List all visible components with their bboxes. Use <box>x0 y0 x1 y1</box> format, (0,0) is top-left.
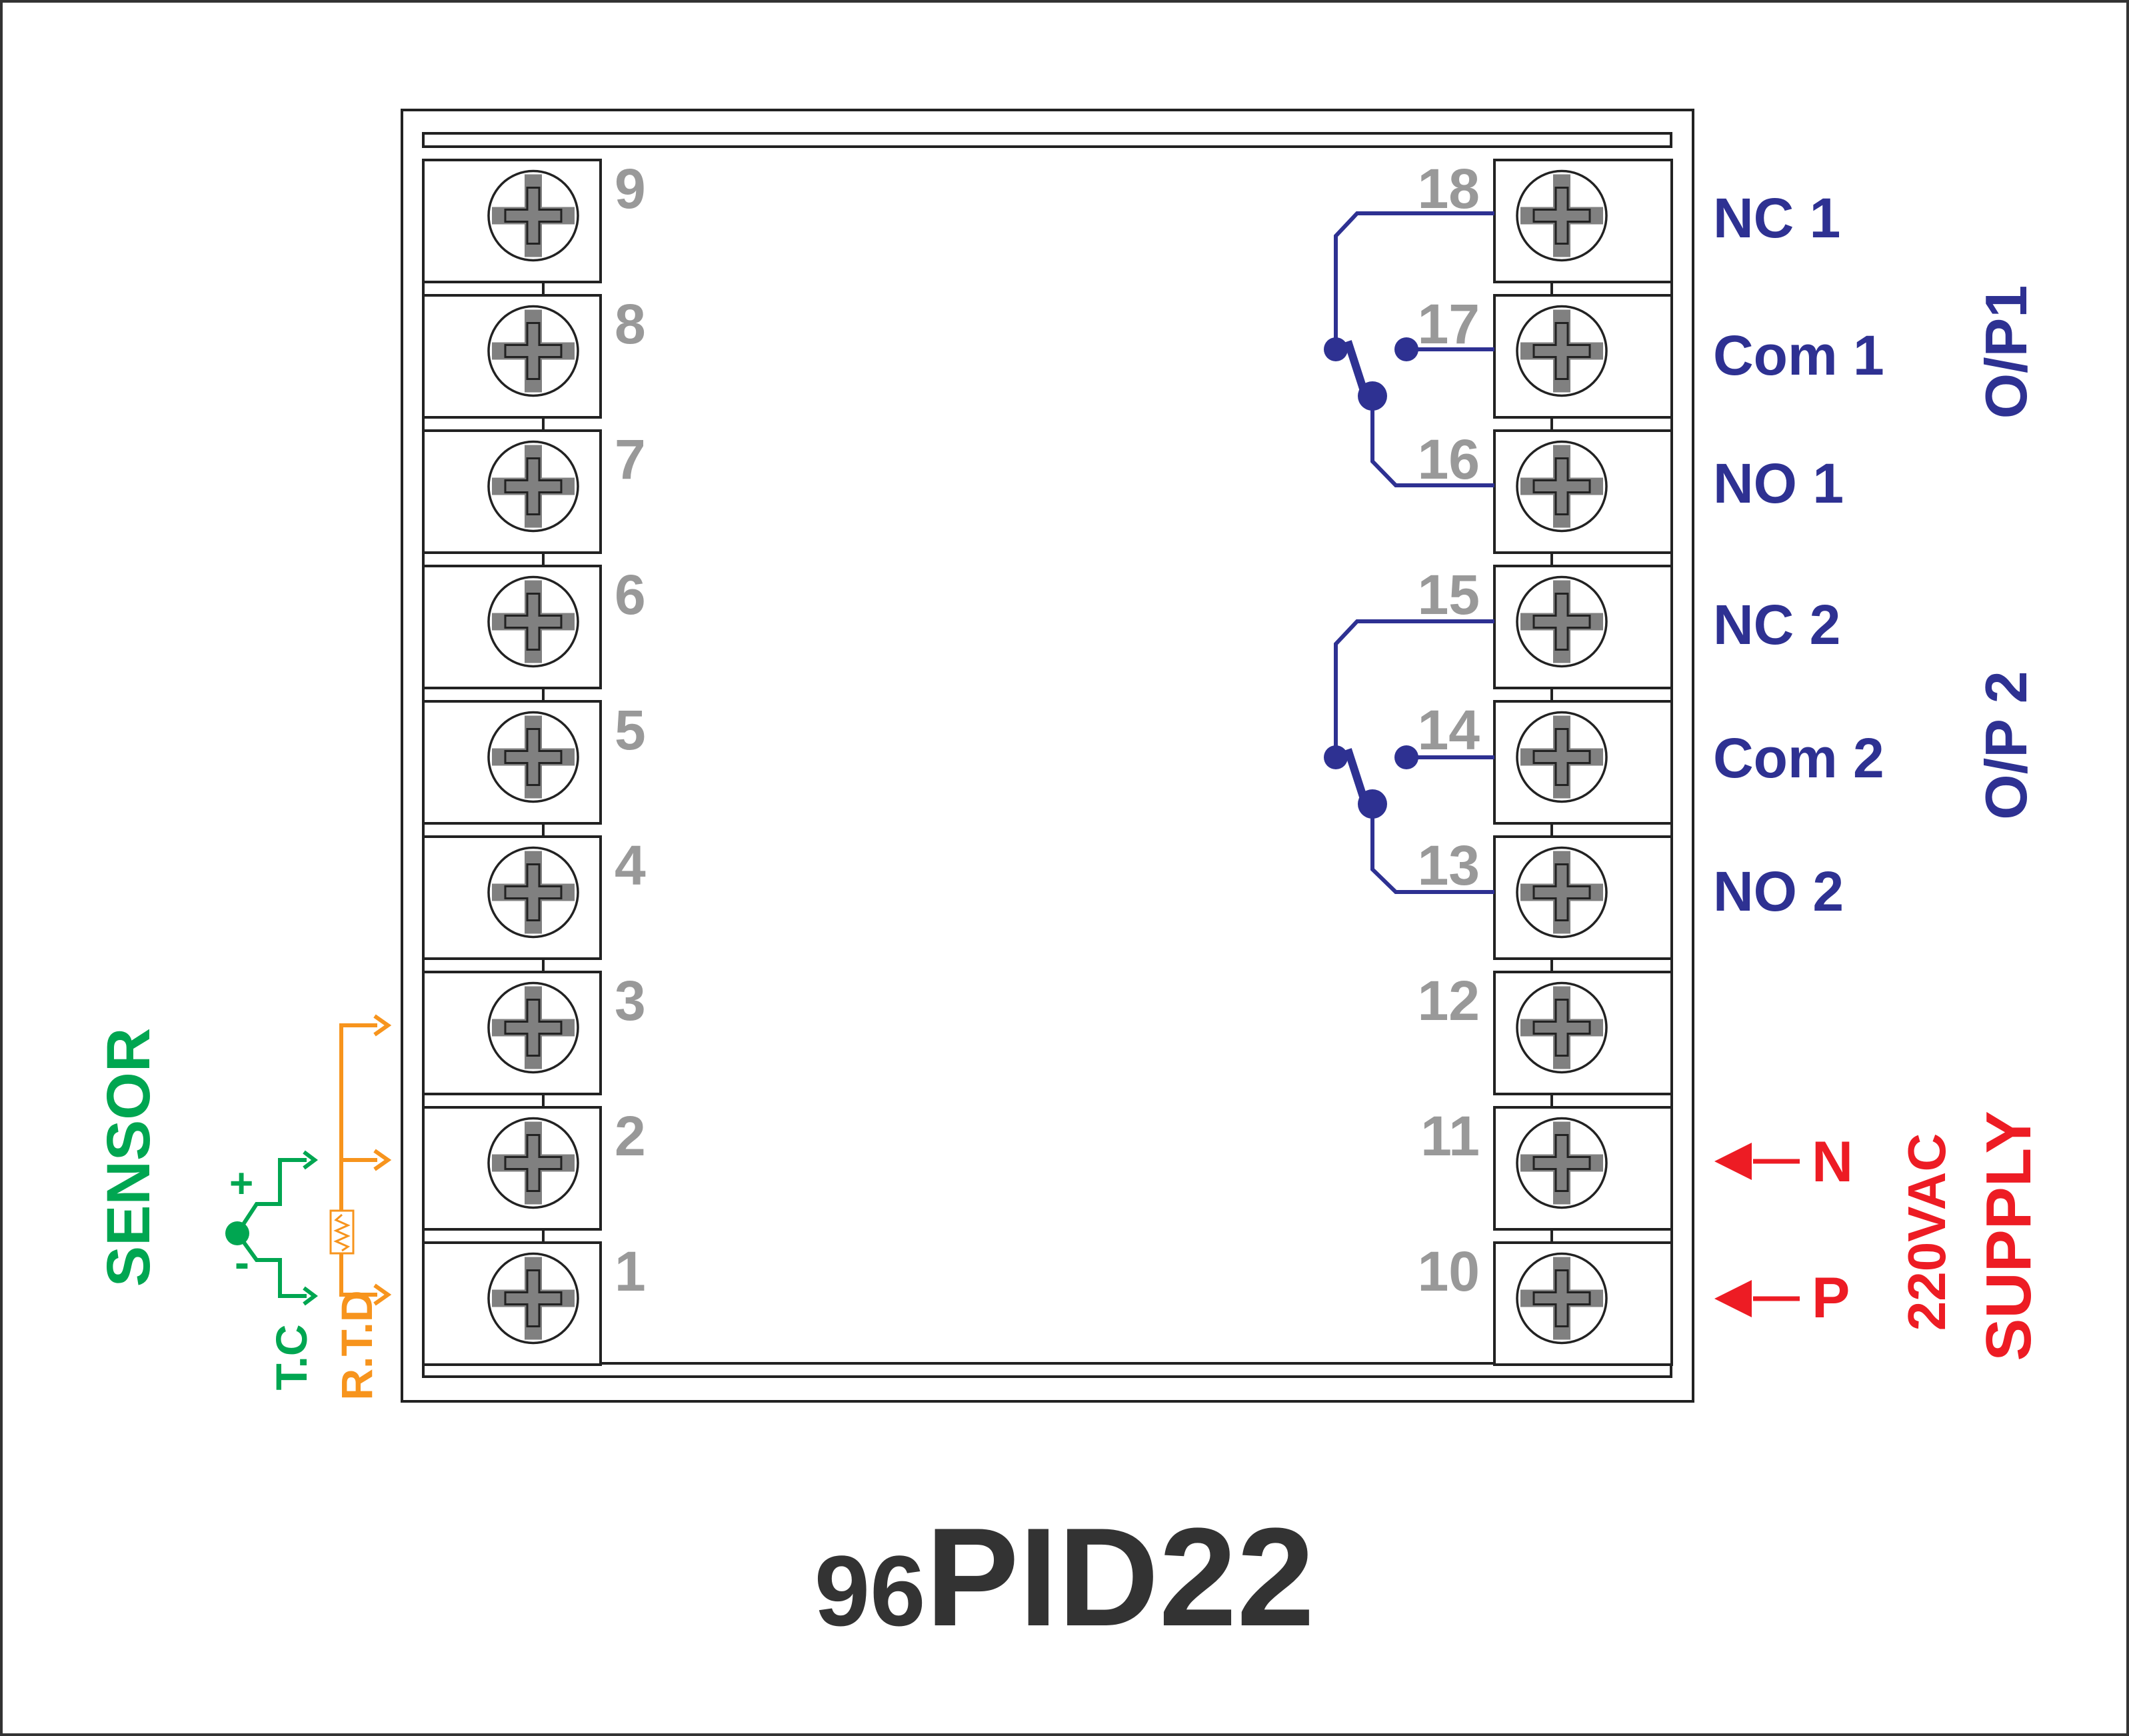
terminal-number: 2 <box>615 1105 646 1167</box>
screw-icon <box>487 981 579 1074</box>
left-terminal-block: 9 8 7 6 5 4 3 2 1 <box>422 157 646 1366</box>
terminal-number: 17 <box>1418 293 1480 355</box>
screw-icon <box>1516 440 1608 533</box>
screw-icon <box>1516 846 1608 939</box>
screw-icon <box>487 440 579 533</box>
terminal: 7 <box>422 416 646 554</box>
terminal-number: 8 <box>615 293 646 355</box>
screw-icon <box>1516 711 1608 803</box>
terminal-number: 14 <box>1418 699 1480 761</box>
model-label: 96PID22 <box>815 1499 1315 1655</box>
terminal: 5 <box>422 687 646 825</box>
terminal: 2 <box>422 1093 646 1231</box>
output2-no-label: NO 2 <box>1713 860 1844 923</box>
screw-icon <box>487 305 579 397</box>
terminal-number: 10 <box>1418 1240 1480 1303</box>
terminal: 14 <box>1418 687 1673 825</box>
terminal-number: 7 <box>615 428 646 491</box>
terminal: 15 <box>1418 551 1673 689</box>
right-terminal-block: 18 17 16 15 14 13 12 11 10 <box>1418 157 1673 1366</box>
screw-icon <box>487 575 579 668</box>
terminal-number: 16 <box>1418 428 1480 491</box>
thermocouple-plus-label: + <box>229 1161 253 1207</box>
thermocouple-symbol <box>225 1150 318 1306</box>
terminal-number: 3 <box>615 969 646 1032</box>
output2-nc-label: NC 2 <box>1713 593 1840 656</box>
rtd-symbol <box>329 1014 392 1306</box>
terminal: 1 <box>422 1228 646 1366</box>
terminal-number: 4 <box>615 834 646 897</box>
screw-icon <box>1516 981 1608 1074</box>
output2-com-label: Com 2 <box>1713 727 1884 789</box>
terminal: 8 <box>422 281 646 419</box>
supply-neutral-label: N <box>1812 1130 1853 1194</box>
terminal: 13 <box>1418 822 1673 960</box>
terminal-number: 18 <box>1418 157 1480 220</box>
screw-icon <box>487 1117 579 1209</box>
screw-icon <box>1516 1117 1608 1209</box>
supply-voltage-label: 220VAC <box>1897 1133 1956 1331</box>
terminal: 9 <box>422 157 646 283</box>
terminal: 11 <box>1420 1093 1673 1231</box>
terminal-number: 1 <box>615 1240 646 1303</box>
model-prefix: 96 <box>815 1535 926 1647</box>
terminal-number: 12 <box>1418 969 1480 1032</box>
rtd-label: R.T.D <box>332 1291 381 1401</box>
model-name: PID22 <box>926 1499 1315 1655</box>
relay-2-symbol <box>1324 619 1494 894</box>
sensor-group-label: SENSOR <box>95 1028 163 1287</box>
terminal-number: 5 <box>615 699 646 761</box>
output1-group-label: O/P1 <box>1973 285 2039 419</box>
terminal: 16 <box>1418 416 1673 554</box>
terminal: 18 <box>1418 157 1673 283</box>
screw-icon <box>1516 1252 1608 1345</box>
screw-icon <box>487 846 579 939</box>
screw-icon <box>487 711 579 803</box>
supply-group-label: SUPPLY <box>1973 1111 2044 1361</box>
terminal: 17 <box>1418 281 1673 419</box>
terminal-number: 9 <box>615 157 646 220</box>
screw-icon <box>1516 575 1608 668</box>
screw-icon <box>1516 305 1608 397</box>
output1-nc-label: NC 1 <box>1713 187 1840 249</box>
thermocouple-label: T.C <box>267 1325 316 1391</box>
terminal-number: 11 <box>1420 1105 1480 1167</box>
screw-icon <box>487 169 579 262</box>
relay-1-symbol <box>1324 211 1494 487</box>
output2-group-label: O/P 2 <box>1973 671 2039 819</box>
supply-phase-label: P <box>1812 1266 1850 1330</box>
terminal-number: 15 <box>1418 563 1480 626</box>
supply-arrows <box>1714 1143 1800 1317</box>
terminal: 6 <box>422 551 646 689</box>
terminal-number: 13 <box>1418 834 1480 897</box>
output1-com-label: Com 1 <box>1713 324 1884 387</box>
screw-icon <box>487 1252 579 1345</box>
thermocouple-minus-label: - <box>235 1237 249 1287</box>
terminal: 4 <box>422 822 646 960</box>
screw-icon <box>1516 169 1608 262</box>
terminal: 10 <box>1418 1228 1673 1366</box>
terminal-number: 6 <box>615 563 646 626</box>
terminal: 12 <box>1418 957 1673 1095</box>
output1-no-label: NO 1 <box>1713 452 1844 515</box>
terminal: 3 <box>422 957 646 1095</box>
